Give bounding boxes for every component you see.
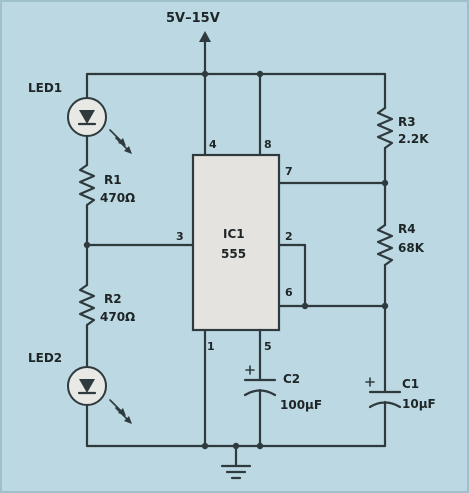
r2-ref-label: R2 [104, 292, 122, 306]
r4-resistor-icon [376, 223, 394, 267]
supply-voltage-label: 5V–15V [166, 11, 220, 26]
c1-value-label: 10µF [402, 397, 436, 411]
r1-ref-label: R1 [104, 173, 122, 187]
pin5-number: 5 [264, 340, 272, 353]
led2-label: LED2 [28, 351, 62, 365]
ic-555-body [191, 153, 281, 332]
supply-arrow-icon [199, 31, 211, 76]
led1-icon [67, 97, 132, 154]
pin2-number: 2 [285, 230, 293, 243]
led1-label: LED1 [28, 81, 62, 95]
pin3-number: 3 [176, 230, 184, 243]
r1-resistor-icon [78, 163, 96, 207]
pin1-number: 1 [207, 340, 215, 353]
ic-name-label: IC1 [223, 227, 245, 241]
pin8-number: 8 [264, 138, 272, 151]
pin7-number: 7 [285, 165, 293, 178]
ic-part-label: 555 [221, 247, 246, 261]
c2-value-label: 100µF [280, 398, 322, 412]
junction-dot [301, 302, 309, 310]
ground-icon [220, 444, 252, 480]
r3-ref-label: R3 [398, 115, 416, 129]
r4-ref-label: R4 [398, 222, 416, 236]
r1-value-label: 470Ω [100, 191, 135, 205]
r2-value-label: 470Ω [100, 310, 135, 324]
r3-value-label: 2.2K [398, 132, 429, 146]
pin6-number: 6 [285, 286, 293, 299]
c1-ref-label: C1 [402, 377, 419, 391]
pin4-number: 4 [209, 138, 217, 151]
r4-value-label: 68K [398, 241, 425, 255]
r2-resistor-icon [78, 283, 96, 327]
c2-ref-label: C2 [283, 372, 300, 386]
r3-resistor-icon [376, 106, 394, 150]
